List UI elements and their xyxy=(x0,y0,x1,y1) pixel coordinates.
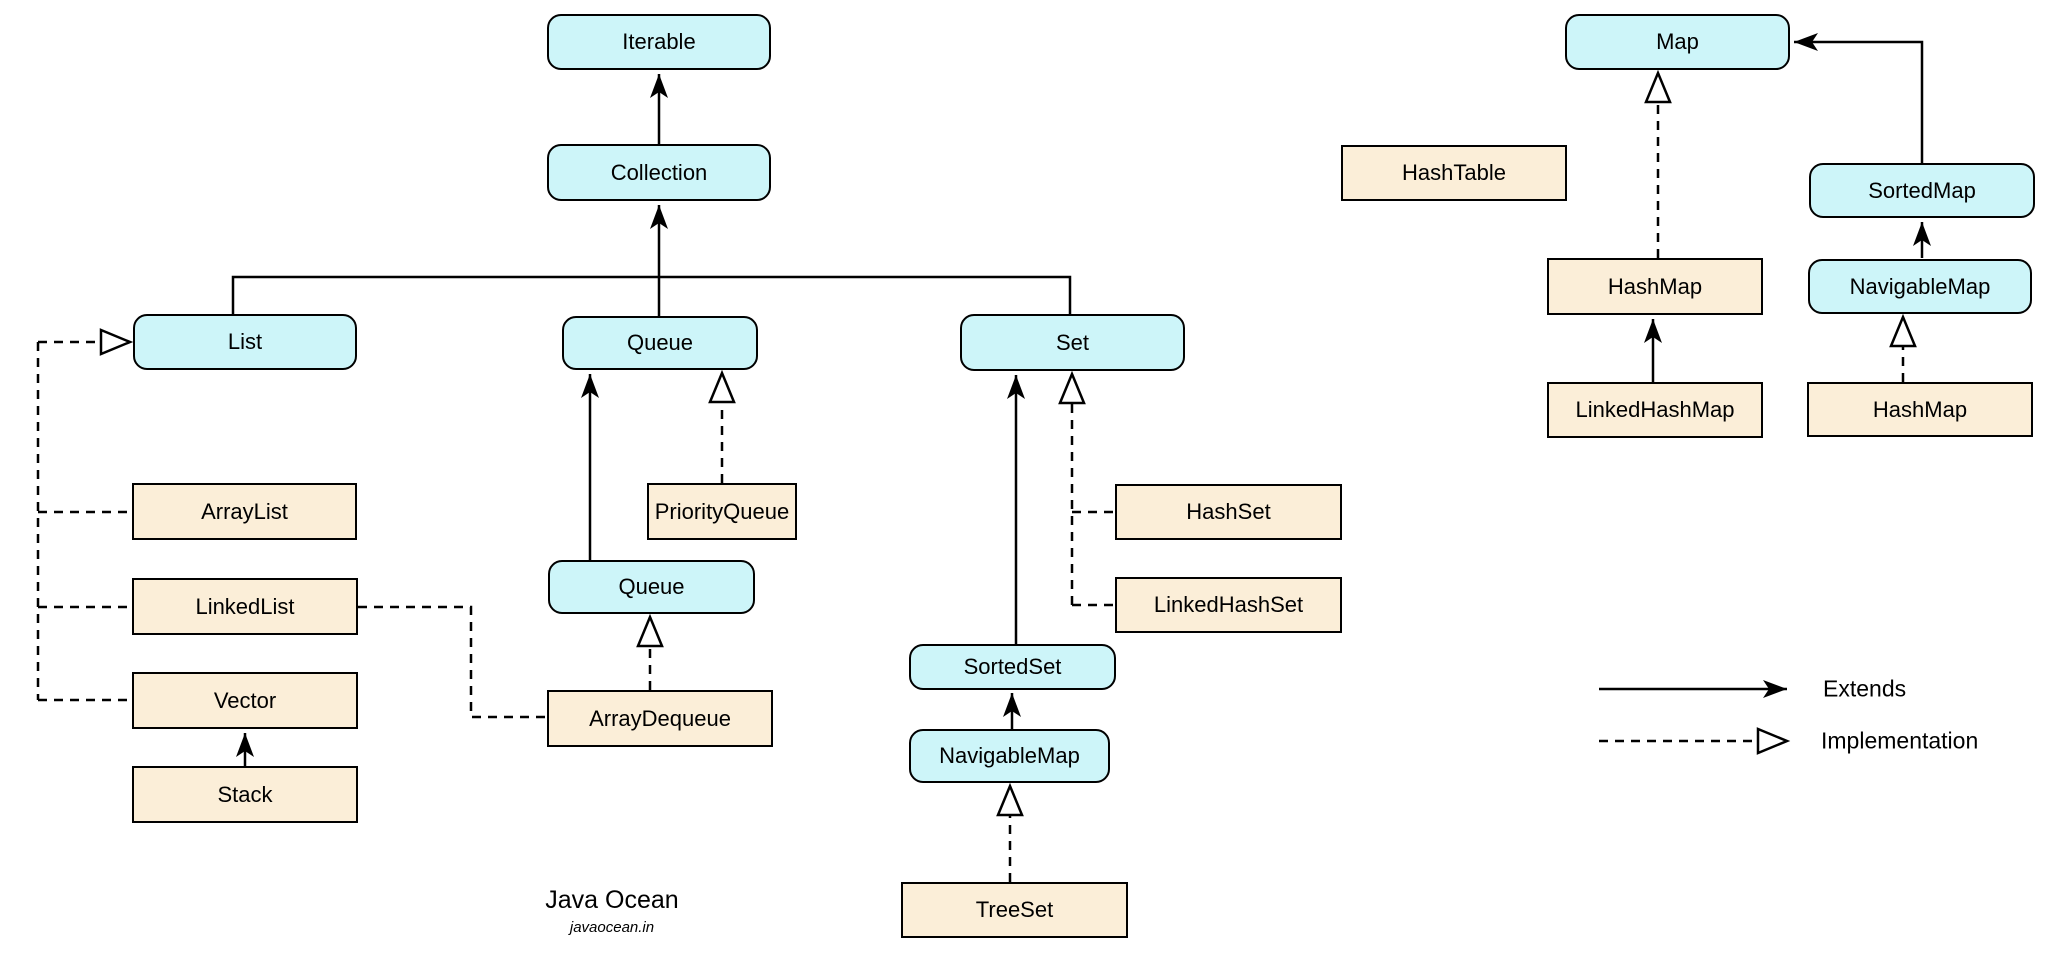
node-label: List xyxy=(227,329,263,354)
node-queue-lower: Queue xyxy=(548,560,755,614)
node-linkedlist: LinkedList xyxy=(132,578,358,635)
footer-title: Java Ocean xyxy=(545,886,679,914)
node-sortedmap: SortedMap xyxy=(1809,163,2035,218)
node-label: Stack xyxy=(217,781,273,807)
node-label: SortedSet xyxy=(963,654,1062,679)
branch-collection-to-list-queue-set xyxy=(231,275,1072,314)
node-set: Set xyxy=(960,314,1185,371)
node-hashset: HashSet xyxy=(1115,484,1342,540)
node-map: Map xyxy=(1565,14,1790,70)
node-priorityqueue: PriorityQueue xyxy=(647,483,797,540)
node-label: LinkedHashMap xyxy=(1575,397,1735,422)
node-label: Map xyxy=(1656,29,1699,54)
node-hashtable: HashTable xyxy=(1341,145,1567,201)
legend-implementation-label: Implementation xyxy=(1821,727,1979,754)
node-label: ArrayDequeue xyxy=(589,705,731,731)
node-list: List xyxy=(133,314,357,370)
node-label: HashSet xyxy=(1186,499,1271,524)
node-arraylist: ArrayList xyxy=(132,483,357,540)
node-label: NavigableMap xyxy=(1849,273,1991,299)
node-label: HashMap xyxy=(1607,273,1703,299)
impl-linkedlist-to-arraydequeue xyxy=(358,605,547,719)
node-label: TreeSet xyxy=(975,897,1054,922)
node-vector: Vector xyxy=(132,672,358,729)
node-label: NavigableMap xyxy=(939,743,1080,768)
node-label: Set xyxy=(1055,329,1090,355)
edge-sortedmap-extends-map xyxy=(1794,33,1924,163)
node-navigablemap-right: NavigableMap xyxy=(1808,259,2032,314)
node-iterable: Iterable xyxy=(547,14,771,70)
footer-subtitle: javaocean.in xyxy=(569,919,655,936)
node-label: Collection xyxy=(610,159,708,185)
node-stack: Stack xyxy=(132,766,358,823)
node-label: Iterable xyxy=(622,29,696,54)
node-linkedhashset: LinkedHashSet xyxy=(1115,577,1342,633)
node-label: Queue xyxy=(618,574,685,599)
node-label: Vector xyxy=(213,687,277,713)
legend-extends-label: Extends xyxy=(1823,675,1907,702)
node-label: Queue xyxy=(626,330,694,355)
node-collection: Collection xyxy=(547,144,771,201)
node-arraydequeue: ArrayDequeue xyxy=(547,690,773,747)
node-navigablemap-left: NavigableMap xyxy=(909,729,1110,783)
node-linkedhashmap: LinkedHashMap xyxy=(1547,382,1763,438)
node-label: ArrayList xyxy=(201,498,288,524)
node-queue: Queue xyxy=(562,316,758,370)
node-sortedset: SortedSet xyxy=(909,644,1116,690)
node-hashmap-left: HashMap xyxy=(1547,258,1763,315)
node-label: PriorityQueue xyxy=(654,498,790,524)
node-treeset: TreeSet xyxy=(901,882,1128,938)
node-label: SortedMap xyxy=(1868,177,1976,203)
node-label: HashTable xyxy=(1402,160,1506,185)
node-hashmap-right: HashMap xyxy=(1807,382,2033,437)
node-label: LinkedList xyxy=(195,593,295,619)
node-label: LinkedHashSet xyxy=(1153,592,1304,617)
node-label: HashMap xyxy=(1872,396,1968,422)
